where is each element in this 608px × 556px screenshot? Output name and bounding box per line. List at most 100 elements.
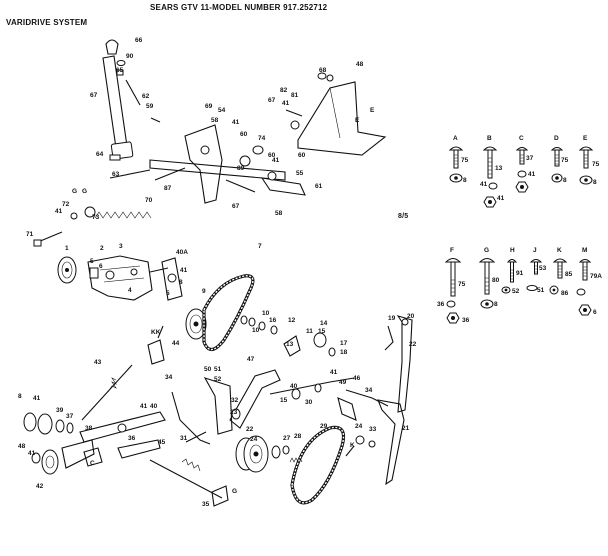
mounting-bracket [297, 81, 387, 156]
part-callout: 87 [164, 185, 172, 192]
pin [109, 154, 121, 161]
part-callout: 30 [305, 399, 313, 406]
part-callout: 19 [388, 315, 396, 322]
part-callout: 24 [250, 436, 258, 443]
washer [70, 212, 78, 220]
part-callout: 60 [240, 131, 248, 138]
bolt-nut-d: 8 [563, 177, 567, 184]
bolt-head [33, 239, 42, 247]
part-callout: 89 [237, 165, 245, 172]
part-callout: 41 [282, 100, 290, 107]
lever-clip [116, 69, 124, 76]
bolt-nut-g: 8 [494, 301, 498, 308]
part-callout: 16 [269, 317, 277, 324]
part-callout: 41 [140, 403, 148, 410]
part-callout: 11 [306, 328, 313, 335]
bolt-letter-e: E [583, 135, 588, 142]
shift-link [396, 315, 413, 413]
bell-crank [260, 177, 306, 196]
bolt-nut-m: 6 [593, 309, 597, 316]
part-callout: G [72, 188, 77, 195]
control-rod [171, 391, 211, 445]
bolt-letter-a: A [453, 135, 458, 142]
bolt-size-k: 85 [565, 271, 573, 278]
part-callout: KK [151, 329, 161, 336]
part-callout: 35 [202, 501, 210, 508]
part-callout: 73 [92, 214, 100, 221]
idler-arm [61, 439, 95, 469]
part-callout: 62 [142, 93, 150, 100]
part-callout: 5 [90, 258, 94, 265]
part-callout: 10 [252, 327, 260, 334]
bolt [37, 231, 63, 243]
bolt-size-m: 79A [590, 273, 602, 280]
part-callout: 46 [353, 375, 361, 382]
part-callout: 41 [272, 157, 280, 164]
lower-spring [181, 458, 201, 472]
part-callout: 69 [205, 103, 213, 110]
part-callout: 61 [315, 183, 323, 190]
lever-arm [79, 411, 166, 443]
part-callout: 42 [36, 483, 44, 490]
bolt-letter-b: B [487, 135, 492, 142]
hardware-bolt-b [482, 146, 498, 208]
washer [290, 120, 300, 130]
flange-bushing [252, 145, 264, 155]
part-callout: E [355, 117, 360, 124]
part-callout: 60 [268, 152, 276, 159]
part-callout: 2 [100, 245, 104, 252]
part-callout: 45 [158, 439, 166, 446]
idler-bracket [87, 255, 153, 301]
bolt-letter-h: H [510, 247, 515, 254]
part-callout: K [350, 442, 355, 449]
cross-shaft [149, 159, 286, 181]
part-callout: 29 [320, 423, 328, 430]
part-callout: 40A [176, 249, 188, 256]
upper-link [269, 377, 355, 395]
bushing [313, 332, 327, 348]
part-callout: 12 [288, 317, 296, 324]
part-callout: 33 [369, 426, 377, 433]
part-callout: 34 [365, 387, 373, 394]
part-callout: 15 [318, 328, 326, 335]
part-callout: 58 [211, 117, 219, 124]
bolt-nut-c: 41 [528, 171, 536, 178]
lever-plate [161, 257, 183, 301]
bolt-size-d: 75 [561, 157, 569, 164]
diagram-title: VARIDRIVE SYSTEM [6, 18, 88, 27]
part-callout: 6 [99, 263, 103, 270]
hardware-bolt-j [526, 259, 543, 291]
part-callout: 40 [290, 383, 298, 390]
part-callout: 44 [172, 340, 180, 347]
part-callout: 15 [280, 397, 288, 404]
part-callout: 22 [246, 426, 254, 433]
part-callout: 32 [231, 397, 239, 404]
part-callout: 55 [296, 170, 304, 177]
bolt-letter-j: J [533, 247, 537, 254]
part-callout: 22 [409, 341, 417, 348]
part-callout: 52 [214, 376, 222, 383]
bolt-letter-m: M [582, 247, 587, 254]
model-number: SEARS GTV 11-MODEL NUMBER 917.252712 [150, 3, 328, 12]
hardware-key: A 75 8 B 13 41 41 C 37 41 D 75 8 E 75 8 … [437, 135, 602, 324]
hardware-bolt-e [578, 146, 594, 185]
part-callout: 3 [119, 243, 123, 250]
part-callout: 41 [55, 208, 63, 215]
part-callout: 10 [262, 310, 270, 317]
bolt-size-a: 75 [461, 157, 469, 164]
hardware-bolt-g [478, 258, 496, 309]
part-callout: 21 [402, 425, 410, 432]
part-callout: 54 [218, 107, 226, 114]
bolt [285, 109, 303, 117]
bolt-nut-e: 8 [593, 179, 597, 186]
part-callout: 59 [146, 103, 154, 110]
bolt-nut-h: 52 [512, 288, 520, 295]
part-callout: 9 [202, 288, 206, 295]
part-callout: 90 [126, 53, 134, 60]
part-callout: 13 [286, 341, 294, 348]
part-callout: 41 [33, 395, 41, 402]
bolt-nut-j: 51 [537, 287, 545, 294]
lower-rod [149, 459, 223, 499]
